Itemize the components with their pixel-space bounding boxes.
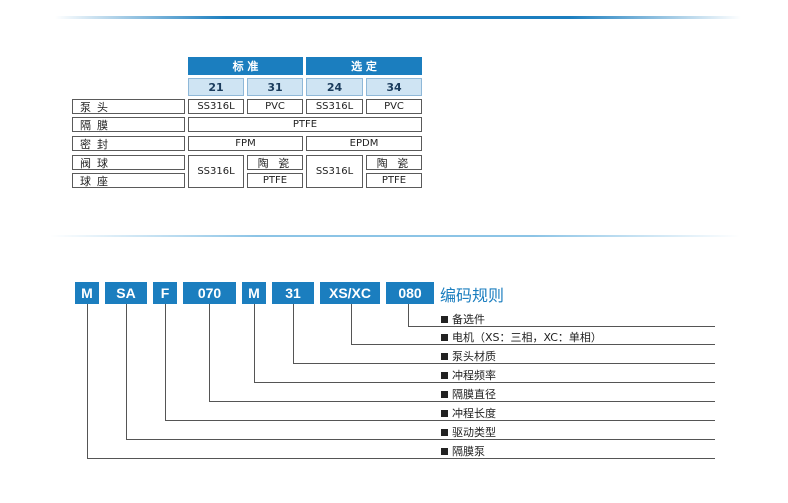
coding-title: 编码规则: [440, 286, 505, 305]
legend-item-stroke-frequency: 冲程频率: [441, 367, 496, 383]
code-box-070: 070: [183, 282, 236, 304]
leader-horizontal: [293, 363, 715, 364]
code-box-f: F: [153, 282, 177, 304]
cell-valve-ball-34: 陶 瓷: [366, 155, 422, 170]
square-bullet-icon: [441, 352, 448, 360]
leader-vertical: [408, 304, 409, 326]
code-box-m2: M: [242, 282, 266, 304]
legend-item-pump-head-material: 泵头材质: [441, 348, 496, 364]
legend-item-spare-parts: 备选件: [441, 311, 485, 327]
cell-ball-shared-standard: SS316L: [188, 155, 244, 188]
square-bullet-icon: [441, 333, 448, 341]
row-label-diaphragm: 隔膜: [72, 117, 185, 132]
leader-vertical: [87, 304, 88, 458]
code-box-31: 31: [272, 282, 314, 304]
leader-vertical: [254, 304, 255, 382]
cell-seal-selected: EPDM: [306, 136, 422, 151]
leader-vertical: [209, 304, 210, 401]
leader-horizontal: [254, 382, 715, 383]
cell-ball-seat-31: PTFE: [247, 173, 303, 188]
legend-label: 泵头材质: [452, 350, 496, 363]
row-label-valve-ball: 阀球: [72, 155, 185, 170]
legend-item-diaphragm-pump: 隔膜泵: [441, 443, 485, 459]
code-header-24: 24: [306, 78, 363, 96]
middle-divider: [50, 235, 740, 237]
leader-vertical: [126, 304, 127, 439]
leader-horizontal: [408, 326, 715, 327]
code-header-34: 34: [366, 78, 422, 96]
leader-horizontal: [126, 439, 715, 440]
square-bullet-icon: [441, 390, 448, 398]
group-header-selected: 选 定: [306, 57, 422, 75]
legend-label: 冲程频率: [452, 369, 496, 382]
leader-horizontal: [351, 344, 715, 345]
cell-diaphragm: PTFE: [188, 117, 422, 132]
group-header-standard: 标 准: [188, 57, 303, 75]
cell-ball-shared-selected: SS316L: [306, 155, 363, 188]
leader-horizontal: [87, 458, 715, 459]
row-label-ball-seat: 球座: [72, 173, 185, 188]
square-bullet-icon: [441, 428, 448, 436]
leader-vertical: [293, 304, 294, 363]
legend-item-stroke-length: 冲程长度: [441, 405, 496, 421]
cell-pump-head-24: SS316L: [306, 99, 363, 114]
row-label-pump-head: 泵头: [72, 99, 185, 114]
code-header-21: 21: [188, 78, 244, 96]
cell-pump-head-21: SS316L: [188, 99, 244, 114]
legend-item-diaphragm-diameter: 隔膜直径: [441, 386, 496, 402]
legend-label: 电机（XS：三相，XC：单相）: [452, 331, 602, 344]
cell-valve-ball-31: 陶 瓷: [247, 155, 303, 170]
legend-item-motor: 电机（XS：三相，XC：单相）: [441, 329, 602, 345]
code-box-sa: SA: [105, 282, 147, 304]
cell-seal-standard: FPM: [188, 136, 303, 151]
top-divider: [55, 16, 741, 19]
legend-item-drive-type: 驱动类型: [441, 424, 496, 440]
legend-label: 隔膜泵: [452, 445, 485, 458]
row-label-seal: 密封: [72, 136, 185, 151]
leader-horizontal: [209, 401, 715, 402]
leader-vertical: [165, 304, 166, 420]
code-box-m: M: [75, 282, 99, 304]
legend-label: 冲程长度: [452, 407, 496, 420]
legend-label: 隔膜直径: [452, 388, 496, 401]
square-bullet-icon: [441, 409, 448, 417]
square-bullet-icon: [441, 315, 448, 323]
square-bullet-icon: [441, 447, 448, 455]
cell-pump-head-31: PVC: [247, 99, 303, 114]
square-bullet-icon: [441, 371, 448, 379]
leader-vertical: [351, 304, 352, 344]
legend-label: 备选件: [452, 313, 485, 326]
cell-pump-head-34: PVC: [366, 99, 422, 114]
cell-ball-seat-34: PTFE: [366, 173, 422, 188]
leader-horizontal: [165, 420, 715, 421]
code-box-xs-xc: XS/XC: [320, 282, 380, 304]
legend-label: 驱动类型: [452, 426, 496, 439]
code-header-31: 31: [247, 78, 303, 96]
code-box-080: 080: [386, 282, 434, 304]
